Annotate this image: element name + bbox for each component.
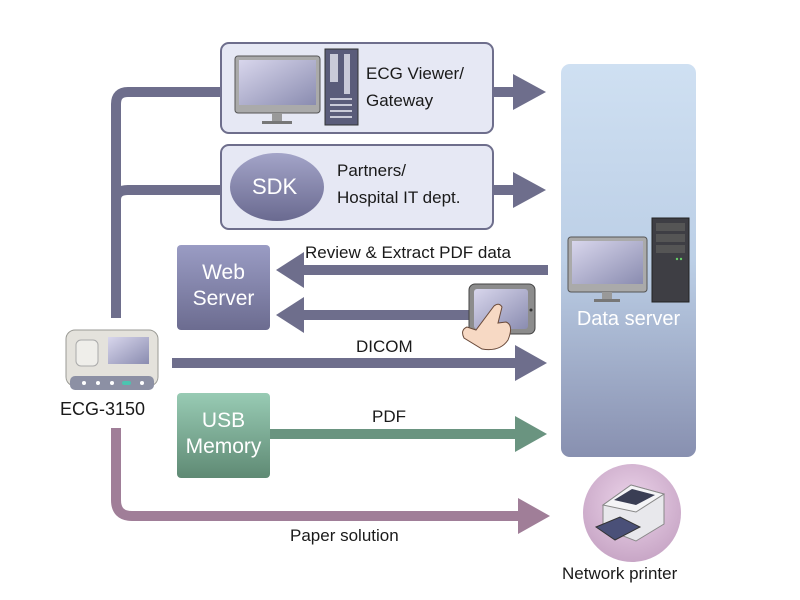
viewer-arrow-head (513, 74, 546, 110)
web-server-label-line1: Web (202, 261, 245, 284)
usb-memory-label-line2: Memory (185, 435, 262, 458)
sdk-branch-line (111, 185, 222, 201)
dicom-arrow-shaft (172, 358, 518, 368)
web-server-label-line2: Server (192, 287, 255, 310)
sdk-arrow-shaft (492, 185, 516, 195)
pdf-arrow-shaft (268, 429, 518, 439)
paper-flow-arrowhead (518, 498, 550, 534)
web-server-box[interactable] (177, 245, 270, 330)
pdf-arrow-head (515, 416, 547, 452)
tablet-arrow-head (276, 297, 304, 333)
review-arrow-head (276, 252, 304, 288)
ecg-viewer-label-line2: Gateway (366, 91, 434, 110)
data-server-tower-icon (651, 217, 690, 303)
viewer-arrow-shaft (492, 87, 516, 97)
network-printer-label: Network printer (562, 564, 678, 583)
viewer-branch-line (111, 87, 222, 318)
sdk-badge (230, 153, 324, 221)
dicom-arrow-head (515, 345, 547, 381)
sdk-badge-label: SDK (252, 174, 298, 199)
tablet-touch-icon (462, 283, 536, 351)
sdk-arrow-head (513, 172, 546, 208)
sdk-label-line1: Partners/ (337, 161, 406, 180)
review-flow-label: Review & Extract PDF data (305, 243, 511, 262)
usb-memory-box[interactable] (177, 393, 270, 478)
ecg-viewer-label-line1: ECG Viewer/ (366, 64, 464, 83)
data-server-label: Data server (576, 308, 681, 330)
paper-flow-line (111, 428, 520, 521)
ecg-device-icon[interactable] (65, 329, 159, 390)
pdf-flow-label: PDF (372, 407, 406, 426)
review-arrow-shaft (300, 265, 548, 275)
data-server-monitor-icon (567, 236, 648, 302)
tower-pc-icon (324, 48, 359, 126)
sdk-label-line2: Hospital IT dept. (337, 188, 461, 207)
printer-icon (594, 484, 666, 542)
ecg-device-label: ECG-3150 (60, 399, 146, 419)
usb-memory-label-line1: USB (201, 409, 246, 432)
tablet-arrow-shaft (300, 310, 472, 320)
paper-flow-label: Paper solution (290, 526, 399, 545)
dicom-flow-label: DICOM (356, 337, 413, 356)
monitor-icon (234, 55, 321, 124)
